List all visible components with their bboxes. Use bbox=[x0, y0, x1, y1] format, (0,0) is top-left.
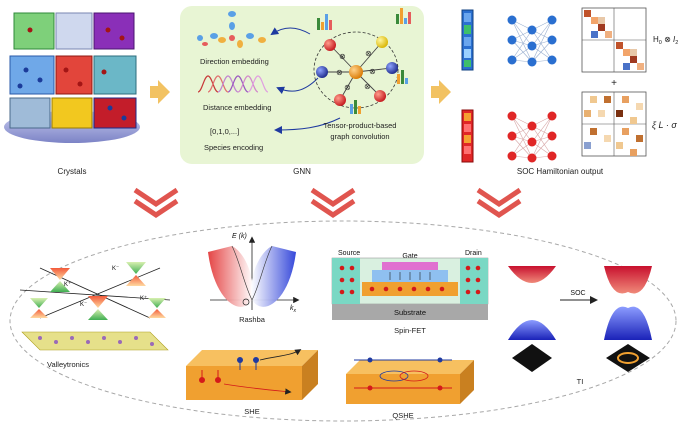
ti-valence-band-trivial bbox=[508, 320, 556, 340]
arrow-to-distance bbox=[276, 77, 319, 95]
soc-term: ξ L · σ bbox=[652, 120, 677, 130]
soc-arrow-label: SOC bbox=[570, 290, 585, 297]
soc-matrix bbox=[581, 91, 647, 157]
chevron-left bbox=[133, 187, 179, 219]
h0-term: H0 ⊗ I2 bbox=[653, 35, 678, 46]
ti-surface-ring bbox=[617, 352, 639, 364]
species-encoding-label: Species encoding bbox=[204, 143, 263, 152]
she-slab bbox=[186, 366, 302, 400]
svg-text:⊗: ⊗ bbox=[344, 83, 351, 92]
gnn-panel: Direction embedding Distance embedding [… bbox=[180, 6, 424, 176]
ti-plane-trivial bbox=[512, 344, 552, 372]
spinfet-drain bbox=[460, 258, 488, 304]
rashba-band-blue bbox=[251, 246, 296, 307]
qshe-panel: QSHE bbox=[346, 357, 474, 420]
direction-embedding-label: Direction embedding bbox=[200, 57, 269, 66]
k-plus-1: K⁺ bbox=[64, 281, 71, 288]
substrate-label: Substrate bbox=[394, 308, 426, 317]
spinfet-substrate bbox=[332, 304, 488, 320]
crystal-blue bbox=[9, 55, 55, 95]
neural-network-red bbox=[507, 111, 557, 163]
tensor-product-line2: graph convolution bbox=[330, 132, 389, 141]
soc-output-label: SOC Hamiltonian output bbox=[517, 167, 604, 176]
rashba-energy-label: E (k) bbox=[232, 233, 247, 240]
svg-text:⊗: ⊗ bbox=[364, 82, 371, 91]
ti-plane bbox=[606, 344, 650, 372]
distance-embedding-label: Distance embedding bbox=[203, 103, 271, 112]
crystal-grey bbox=[55, 12, 93, 50]
qshe-slab bbox=[346, 374, 460, 404]
direction-embedding-icon bbox=[197, 11, 266, 48]
crystal-teal bbox=[93, 55, 137, 95]
crystals-panel: Crystals bbox=[4, 12, 140, 176]
ti-panel: SOC TI bbox=[508, 266, 652, 386]
drain-label: Drain bbox=[465, 250, 482, 257]
she-slab-top bbox=[186, 350, 318, 366]
neural-network-blue bbox=[507, 15, 557, 67]
crystal-red bbox=[55, 55, 93, 95]
gnn-label: GNN bbox=[293, 167, 311, 176]
spinfet-panel: Source Gate Drain Substrate Spin-FET bbox=[331, 250, 489, 335]
crystal-yellow bbox=[51, 97, 93, 129]
crystals-label: Crystals bbox=[58, 167, 87, 176]
rashba-panel: E (k) kx Rashba bbox=[208, 233, 300, 324]
svg-text:⊗: ⊗ bbox=[365, 49, 372, 58]
svg-text:⊗: ⊗ bbox=[336, 68, 343, 77]
tmd-lattice bbox=[21, 331, 169, 351]
svg-text:⊗: ⊗ bbox=[339, 52, 346, 61]
arrow-to-direction bbox=[270, 27, 311, 36]
tensor-product-line1: Tensor-product-based bbox=[324, 121, 397, 130]
she-spins bbox=[199, 349, 302, 395]
valleytronics-label: Valleytronics bbox=[47, 360, 89, 369]
applications-ellipse bbox=[9, 220, 677, 422]
qshe-slab-side bbox=[460, 360, 474, 404]
k-plus-2: K⁺ bbox=[140, 295, 147, 302]
crystal-green bbox=[13, 12, 55, 50]
distance-embedding-icon bbox=[197, 75, 269, 93]
k-minus-2: K⁻ bbox=[80, 302, 87, 308]
gate-label: Gate bbox=[402, 253, 417, 260]
qshe-label: QSHE bbox=[392, 411, 413, 420]
source-label: Source bbox=[338, 250, 360, 257]
spinfet-source bbox=[332, 258, 360, 304]
feature-vector-blue bbox=[461, 9, 474, 71]
qshe-edge-states bbox=[354, 357, 452, 391]
crystal-red-blue bbox=[93, 97, 137, 129]
she-panel: SHE bbox=[186, 349, 318, 416]
qshe-slab-top bbox=[346, 360, 474, 374]
spinfet-2deg bbox=[362, 282, 458, 296]
crystal-purple bbox=[93, 12, 135, 50]
plus-sign: + bbox=[611, 78, 617, 89]
she-label: SHE bbox=[244, 407, 259, 416]
feature-vector-red bbox=[461, 109, 474, 163]
crystal-lightblue bbox=[9, 97, 51, 129]
ti-conduction-band bbox=[604, 266, 652, 294]
rashba-band-red bbox=[208, 246, 253, 307]
soc-output-panel: H0 ⊗ I2 + ξ L · σ SOC Hamiltonian output bbox=[461, 7, 678, 176]
rashba-k-label: kx bbox=[290, 305, 297, 314]
arrow-to-species bbox=[274, 117, 341, 134]
rashba-label: Rashba bbox=[239, 315, 266, 324]
species-vector: [0,1,0,...] bbox=[210, 127, 239, 136]
ti-label: TI bbox=[577, 377, 584, 386]
valleytronics-panel: K⁺ K⁻ K⁻ K⁺ Valleytronics bbox=[19, 262, 171, 369]
ti-valence-band bbox=[604, 306, 652, 340]
chevron-middle bbox=[310, 187, 356, 219]
k-minus-1: K⁻ bbox=[112, 266, 119, 272]
h0-matrix bbox=[581, 7, 647, 73]
arrow-right-1 bbox=[150, 80, 170, 104]
ti-conduction-band-trivial bbox=[508, 266, 556, 283]
graph-convolution-icon: ⊗⊗⊗ ⊗⊗⊗ bbox=[313, 8, 411, 114]
spinfet-gate bbox=[382, 262, 438, 270]
svg-text:⊗: ⊗ bbox=[369, 67, 376, 76]
spinfet-label: Spin-FET bbox=[394, 326, 426, 335]
valley-cones bbox=[30, 262, 166, 320]
chevron-right bbox=[476, 187, 522, 219]
chevrons bbox=[133, 187, 522, 219]
arrow-right-2 bbox=[431, 80, 451, 104]
she-slab-side bbox=[302, 350, 318, 400]
